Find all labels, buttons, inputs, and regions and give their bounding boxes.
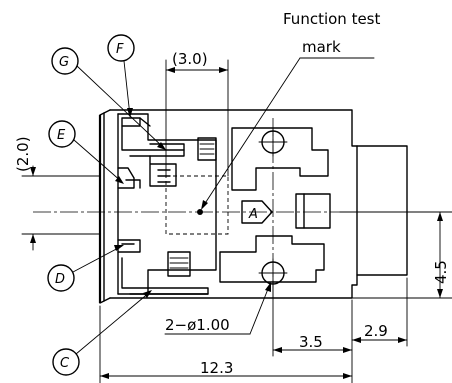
- balloon-a-label: A: [248, 207, 258, 222]
- svg-text:E: E: [57, 128, 66, 143]
- dim-overall: 12.3: [99, 305, 353, 383]
- balloon-f: F: [107, 34, 135, 118]
- svg-text:F: F: [116, 42, 124, 57]
- connector-body: [98, 109, 408, 304]
- dim-overall-label: 12.3: [200, 359, 233, 377]
- annotation-line2: mark: [302, 38, 341, 56]
- dim-left-height: (2.0): [14, 136, 101, 251]
- dim-bottom-right: 3.5 2.9: [272, 277, 408, 383]
- balloon-e: E: [48, 120, 124, 184]
- dim-right-height-label: 4.5: [432, 260, 450, 284]
- annotation-line1: Function test: [283, 10, 380, 28]
- balloon-d: D: [47, 245, 124, 292]
- dim-left-height-label: (2.0): [14, 136, 32, 172]
- dim-right-height: 4.5: [289, 211, 452, 299]
- svg-text:D: D: [55, 272, 65, 287]
- dim-2-9-label: 2.9: [364, 322, 388, 340]
- dim-top-width: (3.0): [165, 50, 229, 177]
- dim-3-5-label: 3.5: [299, 333, 323, 351]
- balloon-g: G: [51, 47, 166, 150]
- svg-text:C: C: [60, 356, 70, 371]
- svg-text:G: G: [59, 55, 69, 70]
- dim-top-width-label: (3.0): [172, 50, 208, 68]
- balloon-a: A: [241, 200, 273, 224]
- dim-holes-label: 2−ø1.00: [165, 316, 230, 334]
- dim-holes: 2−ø1.00: [164, 282, 271, 335]
- test-mark-area: [165, 175, 229, 235]
- function-test-annotation: Function test mark: [201, 10, 380, 210]
- balloon-c: C: [52, 290, 152, 376]
